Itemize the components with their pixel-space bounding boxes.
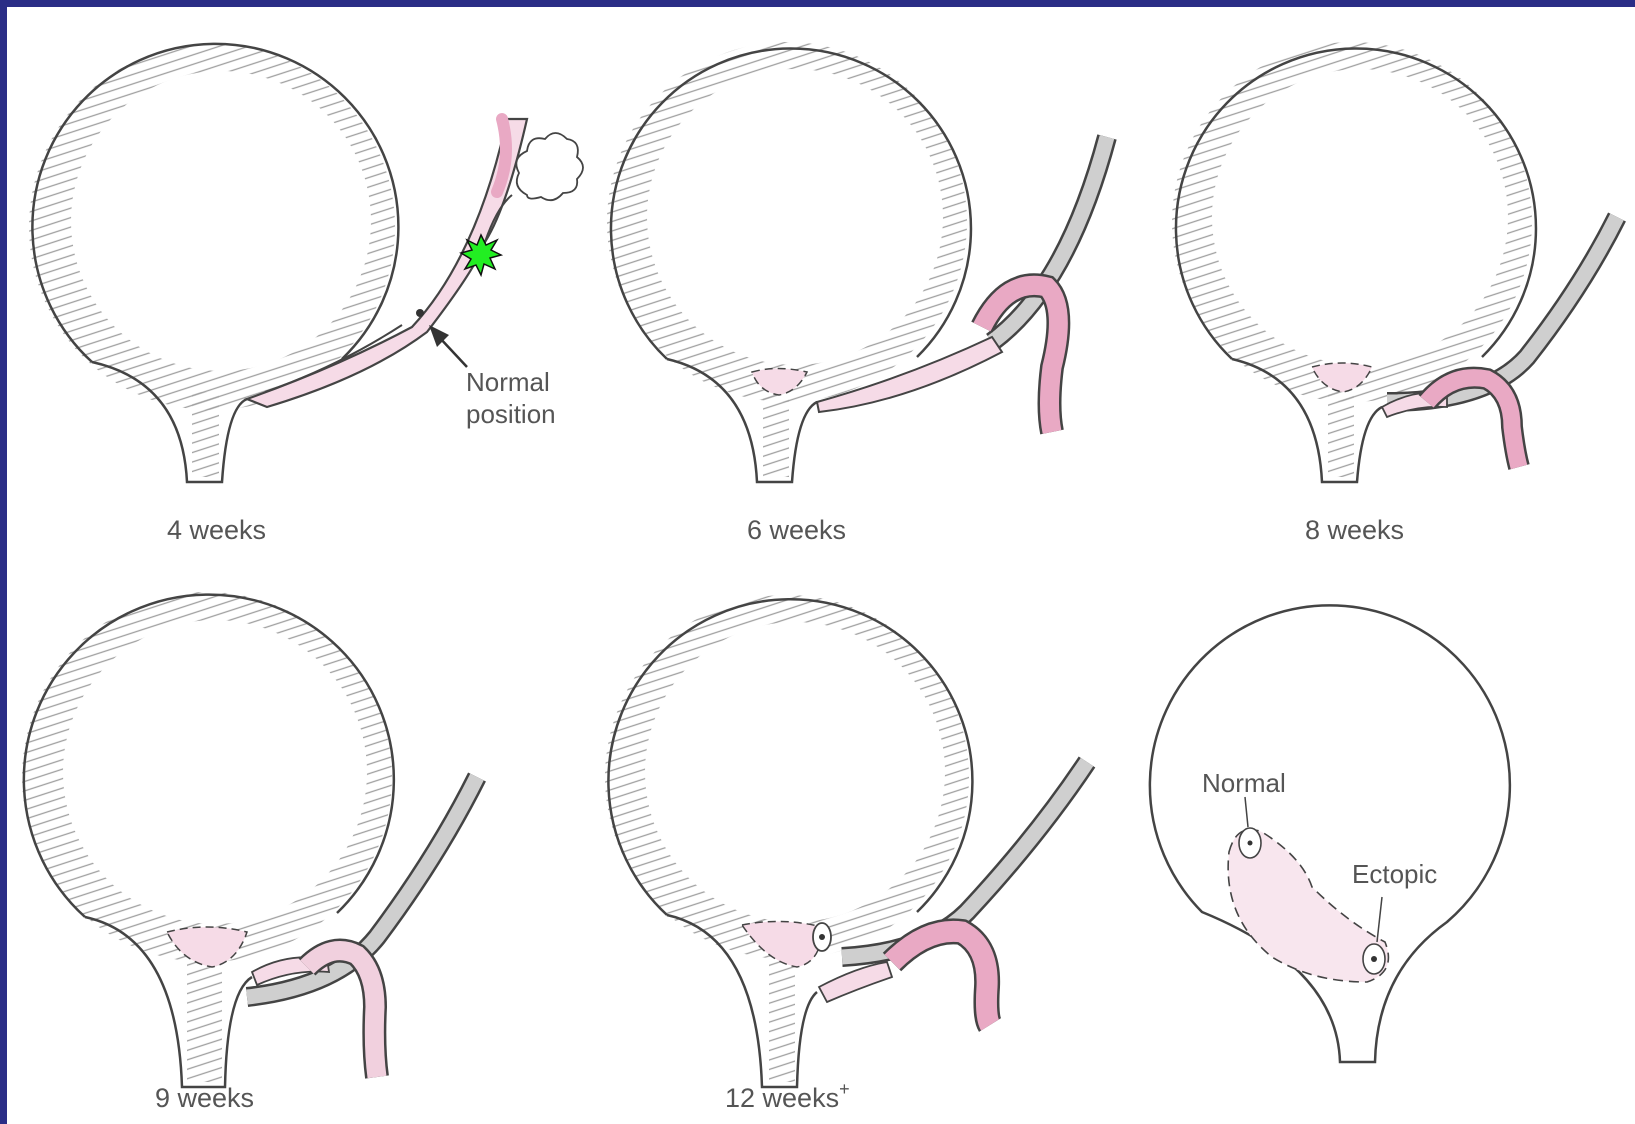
bladder-2 [607, 42, 971, 482]
caption-4-weeks: 4 weeks [167, 515, 266, 545]
metanephric-blastema-1 [516, 133, 583, 200]
bladder-4 [22, 592, 394, 1087]
bladder-5 [605, 595, 972, 1087]
panel-6-weeks: 6 weeks [607, 42, 1107, 545]
diagram-panel: Normal position 4 weeks 6 weeks [7, 7, 1635, 1124]
caption-6-weeks: 6 weeks [747, 515, 846, 545]
normal-label: Normal [1202, 768, 1286, 798]
caption-8-weeks: 8 weeks [1305, 515, 1404, 545]
bladder-6 [1150, 605, 1510, 1062]
caption-9-weeks: 9 weeks [155, 1083, 254, 1113]
normal-position-label-line1: Normal [466, 367, 550, 397]
normal-position-dot [416, 309, 424, 317]
caption-12-weeks: 12 weeks+ [725, 1079, 850, 1113]
arrow-icon [429, 325, 467, 367]
ectopic-label: Ectopic [1352, 859, 1437, 889]
panel-4-weeks: Normal position 4 weeks [29, 44, 583, 545]
bladder-1 [29, 44, 398, 482]
bladder-3 [1172, 42, 1536, 482]
normal-position-label-line2: position [466, 399, 556, 429]
panel-8-weeks: 8 weeks [1172, 42, 1617, 545]
ureteric-bud-development-diagram: Normal position 4 weeks 6 weeks [7, 7, 1635, 1124]
panel-final-ectopic: Normal Ectopic [1150, 605, 1510, 1062]
panel-9-weeks: 9 weeks [22, 592, 477, 1113]
mesonephric-duct-5 [819, 962, 892, 1002]
panel-12-weeks: 12 weeks+ [605, 595, 1087, 1113]
green-starburst-marker-icon [461, 235, 501, 275]
